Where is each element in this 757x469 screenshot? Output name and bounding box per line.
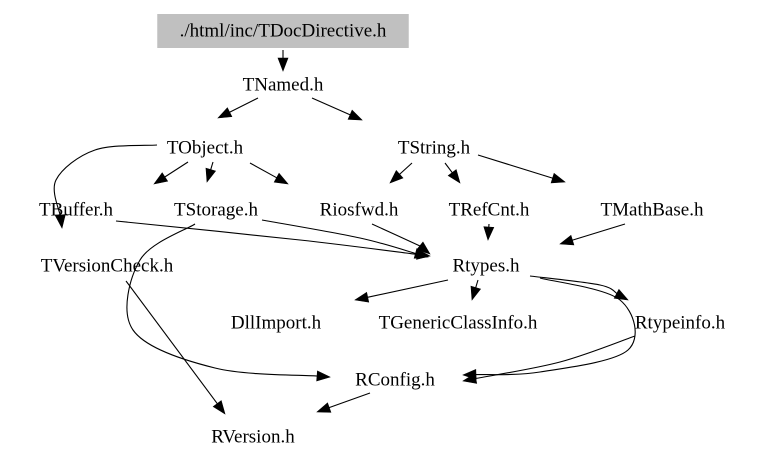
edge-layer bbox=[53, 50, 636, 415]
node-label-tgenericclassinfo: TGenericClassInfo.h bbox=[379, 312, 538, 333]
edge-tversioncheck-to-rversion bbox=[125, 280, 226, 415]
edge-line bbox=[365, 279, 449, 299]
edge-line bbox=[249, 162, 279, 180]
node-label-tobject: TObject.h bbox=[167, 137, 244, 158]
edge-tdocdirective-to-tnamed bbox=[277, 50, 289, 72]
node-dllimport[interactable]: DllImport.h bbox=[231, 312, 322, 333]
edge-arrowhead bbox=[217, 107, 233, 119]
edge-arrowhead bbox=[316, 402, 332, 413]
edge-line bbox=[327, 392, 371, 409]
node-riosfwd[interactable]: Riosfwd.h bbox=[320, 199, 399, 220]
node-rtypeinfo[interactable]: Rtypeinfo.h bbox=[635, 312, 726, 333]
edge-arrowhead bbox=[347, 109, 363, 121]
edge-arrowhead bbox=[447, 169, 461, 184]
edge-tstring-to-riosfwd bbox=[389, 162, 413, 184]
edge-arrowhead bbox=[462, 373, 478, 384]
edge-arrowhead bbox=[559, 234, 575, 246]
node-tstring[interactable]: TString.h bbox=[398, 137, 471, 158]
node-rversion[interactable]: RVersion.h bbox=[211, 426, 295, 447]
node-trefcnt[interactable]: TRefCnt.h bbox=[449, 199, 530, 220]
edge-tstorage-to-rtypes bbox=[261, 219, 429, 259]
edge-arrowhead bbox=[277, 57, 289, 72]
node-tmathbase[interactable]: TMathBase.h bbox=[601, 199, 704, 220]
node-label-tmathbase: TMathBase.h bbox=[601, 199, 704, 220]
edge-arrowhead bbox=[54, 214, 66, 229]
edge-tobject-to-riosfwd bbox=[249, 162, 289, 185]
edge-arrowhead bbox=[316, 370, 331, 382]
edge-line bbox=[477, 154, 555, 180]
edge-tnamed-to-tobject bbox=[217, 97, 259, 119]
edge-arrowhead bbox=[613, 288, 629, 301]
node-label-rversion: RVersion.h bbox=[211, 426, 295, 447]
edge-tmathbase-to-rtypes bbox=[559, 223, 626, 246]
edge-rtypes-to-rtypeinfo bbox=[529, 275, 629, 301]
edge-line bbox=[261, 219, 418, 255]
edge-arrowhead bbox=[550, 172, 566, 184]
edge-tstring-to-trefcnt bbox=[444, 162, 461, 184]
node-label-tbuffer: TBuffer.h bbox=[39, 199, 114, 220]
node-label-rtypes: Rtypes.h bbox=[452, 255, 520, 276]
edge-arrowhead bbox=[389, 170, 404, 184]
node-label-tdocdirective: ./html/inc/TDocDirective.h bbox=[180, 20, 387, 41]
edge-arrowhead bbox=[483, 226, 495, 241]
edge-riosfwd-to-rtypes bbox=[371, 223, 431, 255]
edge-line bbox=[125, 280, 219, 406]
edge-line bbox=[162, 161, 189, 179]
node-tobject[interactable]: TObject.h bbox=[167, 137, 244, 158]
edge-tobject-to-tversioncheck bbox=[53, 144, 158, 229]
node-tversioncheck[interactable]: TVersionCheck.h bbox=[41, 255, 174, 276]
edge-line bbox=[53, 144, 158, 218]
edge-tnamed-to-tstring bbox=[311, 97, 363, 121]
edge-line bbox=[115, 220, 420, 256]
edge-tobject-to-tstorage bbox=[205, 161, 217, 183]
node-label-rconfig: RConfig.h bbox=[355, 369, 435, 390]
edge-line bbox=[529, 275, 619, 296]
edge-line bbox=[473, 335, 636, 380]
edge-arrowhead bbox=[153, 172, 169, 185]
edge-rtypes-to-tgenericclassinfo bbox=[470, 279, 482, 301]
node-tstorage[interactable]: TStorage.h bbox=[174, 199, 258, 220]
edge-trefcnt-to-rtypes bbox=[483, 223, 495, 241]
node-tgenericclassinfo[interactable]: TGenericClassInfo.h bbox=[379, 312, 538, 333]
edge-arrowhead bbox=[273, 172, 289, 185]
edge-arrowhead bbox=[416, 241, 431, 255]
edge-arrowhead bbox=[212, 400, 226, 415]
edge-tstorage-to-rconfig bbox=[126, 223, 331, 382]
edge-line bbox=[473, 277, 636, 376]
edge-line bbox=[570, 223, 626, 242]
edge-arrowhead bbox=[354, 291, 370, 303]
edge-tobject-to-tbuffer bbox=[153, 161, 189, 185]
node-tbuffer[interactable]: TBuffer.h bbox=[39, 199, 114, 220]
node-label-tnamed: TNamed.h bbox=[243, 74, 324, 95]
edge-line bbox=[444, 162, 454, 175]
edge-rtypes-to-dllimport bbox=[354, 279, 449, 303]
node-label-dllimport: DllImport.h bbox=[231, 312, 322, 333]
edge-arrowhead bbox=[413, 248, 429, 259]
edge-rconfig-to-rversion bbox=[316, 392, 371, 413]
node-layer: ./html/inc/TDocDirective.hTNamed.hTObjec… bbox=[39, 14, 726, 447]
node-label-tstorage: TStorage.h bbox=[174, 199, 258, 220]
edge-line bbox=[126, 223, 320, 377]
node-label-trefcnt: TRefCnt.h bbox=[449, 199, 530, 220]
node-label-rtypeinfo: Rtypeinfo.h bbox=[635, 312, 726, 333]
node-tnamed[interactable]: TNamed.h bbox=[243, 74, 324, 95]
edge-line bbox=[311, 97, 353, 117]
edge-arrowhead bbox=[205, 167, 217, 183]
edge-line bbox=[227, 97, 259, 114]
node-tdocdirective[interactable]: ./html/inc/TDocDirective.h bbox=[157, 14, 409, 48]
node-rtypes[interactable]: Rtypes.h bbox=[452, 255, 520, 276]
node-rconfig[interactable]: RConfig.h bbox=[355, 369, 435, 390]
edge-rtypeinfo-to-rconfig bbox=[462, 335, 636, 384]
edge-line bbox=[371, 223, 425, 249]
node-label-tstring: TString.h bbox=[398, 137, 471, 158]
node-label-tversioncheck: TVersionCheck.h bbox=[41, 255, 174, 276]
node-label-riosfwd: Riosfwd.h bbox=[320, 199, 399, 220]
edge-arrowhead bbox=[470, 285, 482, 301]
edge-tstring-to-tmathbase bbox=[477, 154, 566, 184]
node-background-tdocdirective bbox=[157, 14, 409, 48]
edge-line bbox=[397, 162, 413, 177]
